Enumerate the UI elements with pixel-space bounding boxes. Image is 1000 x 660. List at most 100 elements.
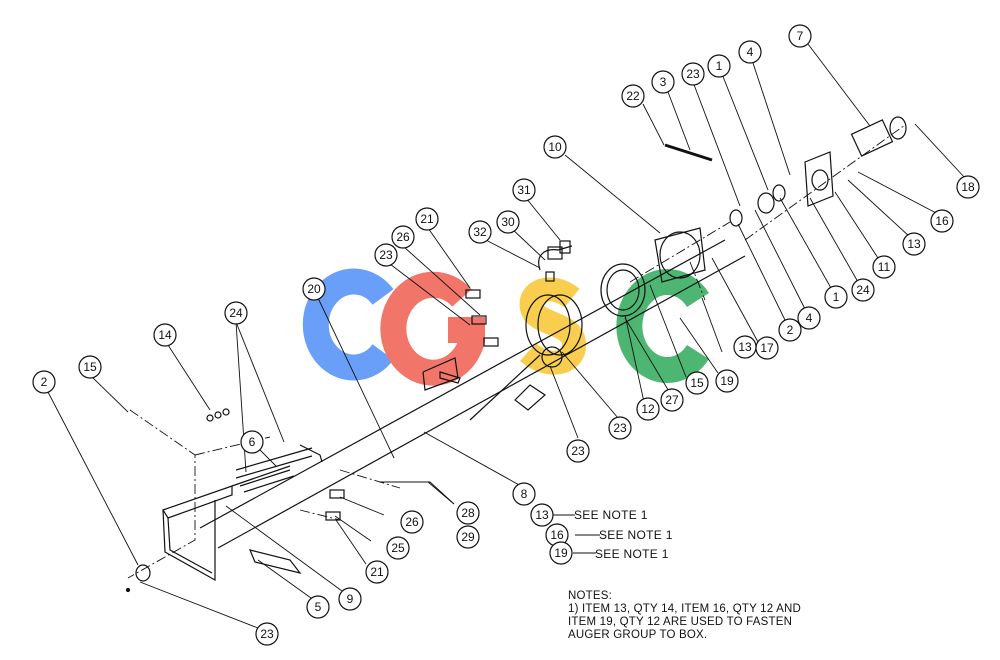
balloon-label: 24 xyxy=(229,306,243,320)
callout-balloon-9: 9 xyxy=(338,587,362,611)
callout-balloon-2: 2 xyxy=(778,318,802,342)
callout-balloon-21: 21 xyxy=(415,207,439,231)
callout-balloon-7: 7 xyxy=(788,24,812,48)
notes-line-2: ITEM 19, QTY 12 ARE USED TO FASTEN xyxy=(568,616,793,628)
callout-balloon-12: 12 xyxy=(636,397,660,421)
balloon-circle xyxy=(956,175,980,199)
leader-lines xyxy=(47,43,966,629)
balloon-label: 21 xyxy=(370,565,384,579)
balloon-circle xyxy=(851,278,875,302)
callout-balloon-17: 17 xyxy=(755,336,779,360)
balloon-circle xyxy=(566,439,590,463)
balloon-circle xyxy=(456,501,480,525)
balloon-label: 4 xyxy=(747,45,754,59)
callout-balloon-15: 15 xyxy=(685,371,709,395)
callout-balloon-1: 1 xyxy=(707,54,731,78)
notes-heading: NOTES: xyxy=(568,590,613,602)
balloon-label: 21 xyxy=(420,212,434,226)
balloon-circle xyxy=(386,536,410,560)
balloon-circle xyxy=(306,595,330,619)
balloon-circle xyxy=(651,70,675,94)
balloon-label: 19 xyxy=(720,374,734,388)
watermark-letter-c2 xyxy=(616,269,709,383)
callout-balloon-1: 1 xyxy=(824,285,848,309)
notes-line-1: 1) ITEM 13, QTY 14, ITEM 16, QTY 12 AND xyxy=(568,603,801,615)
callout-balloon-27: 27 xyxy=(660,388,684,412)
balloon-label: 11 xyxy=(878,260,891,274)
balloon-circle xyxy=(685,371,709,395)
balloon-label: 13 xyxy=(535,508,549,522)
callout-balloon-10: 10 xyxy=(543,135,567,159)
balloon-circle xyxy=(902,232,926,256)
balloon-circle xyxy=(374,243,398,267)
notes-block: NOTES: 1) ITEM 13, QTY 14, ITEM 16, QTY … xyxy=(568,590,868,642)
balloon-label: 13 xyxy=(738,340,752,354)
balloon-circle xyxy=(660,388,684,412)
balloon-label: 6 xyxy=(249,435,256,449)
balloon-circle xyxy=(530,503,554,527)
balloon-circle xyxy=(153,323,177,347)
callout-balloon-21: 21 xyxy=(365,560,389,584)
callout-balloon-28: 28 xyxy=(456,501,480,525)
callout-balloon-3: 3 xyxy=(651,70,675,94)
balloon-circle xyxy=(738,40,762,64)
balloon-label: 8 xyxy=(521,487,528,501)
balloon-label: 18 xyxy=(961,180,975,194)
balloon-circle xyxy=(456,525,480,549)
balloon-label: 26 xyxy=(405,515,419,529)
balloon-circle xyxy=(636,397,660,421)
callout-balloon-23: 23 xyxy=(374,243,398,267)
callout-balloon-16: 16 xyxy=(545,523,569,547)
balloon-label: 1 xyxy=(833,290,840,304)
balloon-circle xyxy=(608,416,632,440)
balloon-circle xyxy=(778,318,802,342)
watermark-letter-g xyxy=(380,271,485,386)
balloon-circle xyxy=(496,210,520,234)
callout-balloon-23: 23 xyxy=(608,416,632,440)
balloon-label: 16 xyxy=(550,528,564,542)
centerlines xyxy=(127,124,906,579)
balloon-circle xyxy=(512,178,536,202)
watermark-letter-c1 xyxy=(302,268,394,381)
callout-balloon-2: 2 xyxy=(32,370,56,394)
balloon-label: 32 xyxy=(473,225,487,239)
auger-drawing xyxy=(125,116,907,593)
callout-balloon-16: 16 xyxy=(930,209,954,233)
balloon-label: 13 xyxy=(907,237,921,251)
callout-balloon-24: 24 xyxy=(851,278,875,302)
callout-balloon-24: 24 xyxy=(224,301,248,325)
balloon-circle xyxy=(255,622,279,646)
balloon-circle xyxy=(78,355,102,379)
see-note-19: SEE NOTE 1 xyxy=(595,547,669,561)
balloon-label: 9 xyxy=(347,592,354,606)
callout-balloon-19: 19 xyxy=(549,541,573,565)
callout-balloon-14: 14 xyxy=(153,323,177,347)
callout-balloon-30: 30 xyxy=(496,210,520,234)
callout-balloon-23: 23 xyxy=(255,622,279,646)
callout-balloon-8: 8 xyxy=(512,482,536,506)
balloon-label: 28 xyxy=(461,506,475,520)
balloon-label: 14 xyxy=(158,328,172,342)
callout-balloon-26: 26 xyxy=(400,510,424,534)
notes-line-3: AUGER GROUP TO BOX. xyxy=(568,629,708,641)
balloon-label: 1 xyxy=(716,59,723,73)
callout-balloon-18: 18 xyxy=(956,175,980,199)
balloon-circle xyxy=(733,335,757,359)
callout-balloon-4: 4 xyxy=(738,40,762,64)
balloon-label: 17 xyxy=(760,341,774,355)
balloon-circle xyxy=(468,220,492,244)
balloon-circle xyxy=(391,225,415,249)
balloon-circle xyxy=(338,587,362,611)
balloon-label: 2 xyxy=(41,375,48,389)
balloon-circle xyxy=(707,54,731,78)
callout-balloon-15: 15 xyxy=(78,355,102,379)
balloon-circle xyxy=(415,207,439,231)
callout-balloon-29: 29 xyxy=(456,525,480,549)
balloon-circle xyxy=(797,306,821,330)
watermark-letter-s xyxy=(519,277,586,375)
callout-balloon-23: 23 xyxy=(566,439,590,463)
callout-balloon-26: 26 xyxy=(391,225,415,249)
callout-balloon-13: 13 xyxy=(733,335,757,359)
balloon-label: 23 xyxy=(571,444,585,458)
